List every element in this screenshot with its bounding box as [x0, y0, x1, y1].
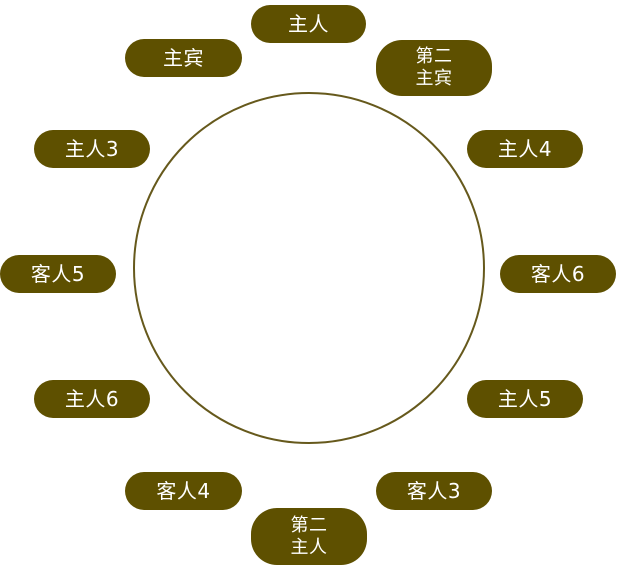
seat-host-5: 主人5 [467, 380, 583, 418]
seat-guest-4: 客人4 [125, 472, 242, 510]
seat-host-6: 主人6 [34, 380, 150, 418]
seat-guest-3: 客人3 [376, 472, 492, 510]
seat-guest-5: 客人5 [0, 255, 116, 293]
seat-principal-guest: 主宾 [125, 39, 242, 77]
seat-second-host: 第二 主人 [251, 508, 367, 565]
seat-host-3: 主人3 [34, 130, 150, 168]
seat-host-4: 主人4 [467, 130, 583, 168]
round-table [133, 92, 485, 444]
seat-host: 主人 [251, 5, 366, 43]
seat-guest-6: 客人6 [500, 255, 616, 293]
seat-second-principal-guest: 第二 主宾 [376, 40, 492, 96]
